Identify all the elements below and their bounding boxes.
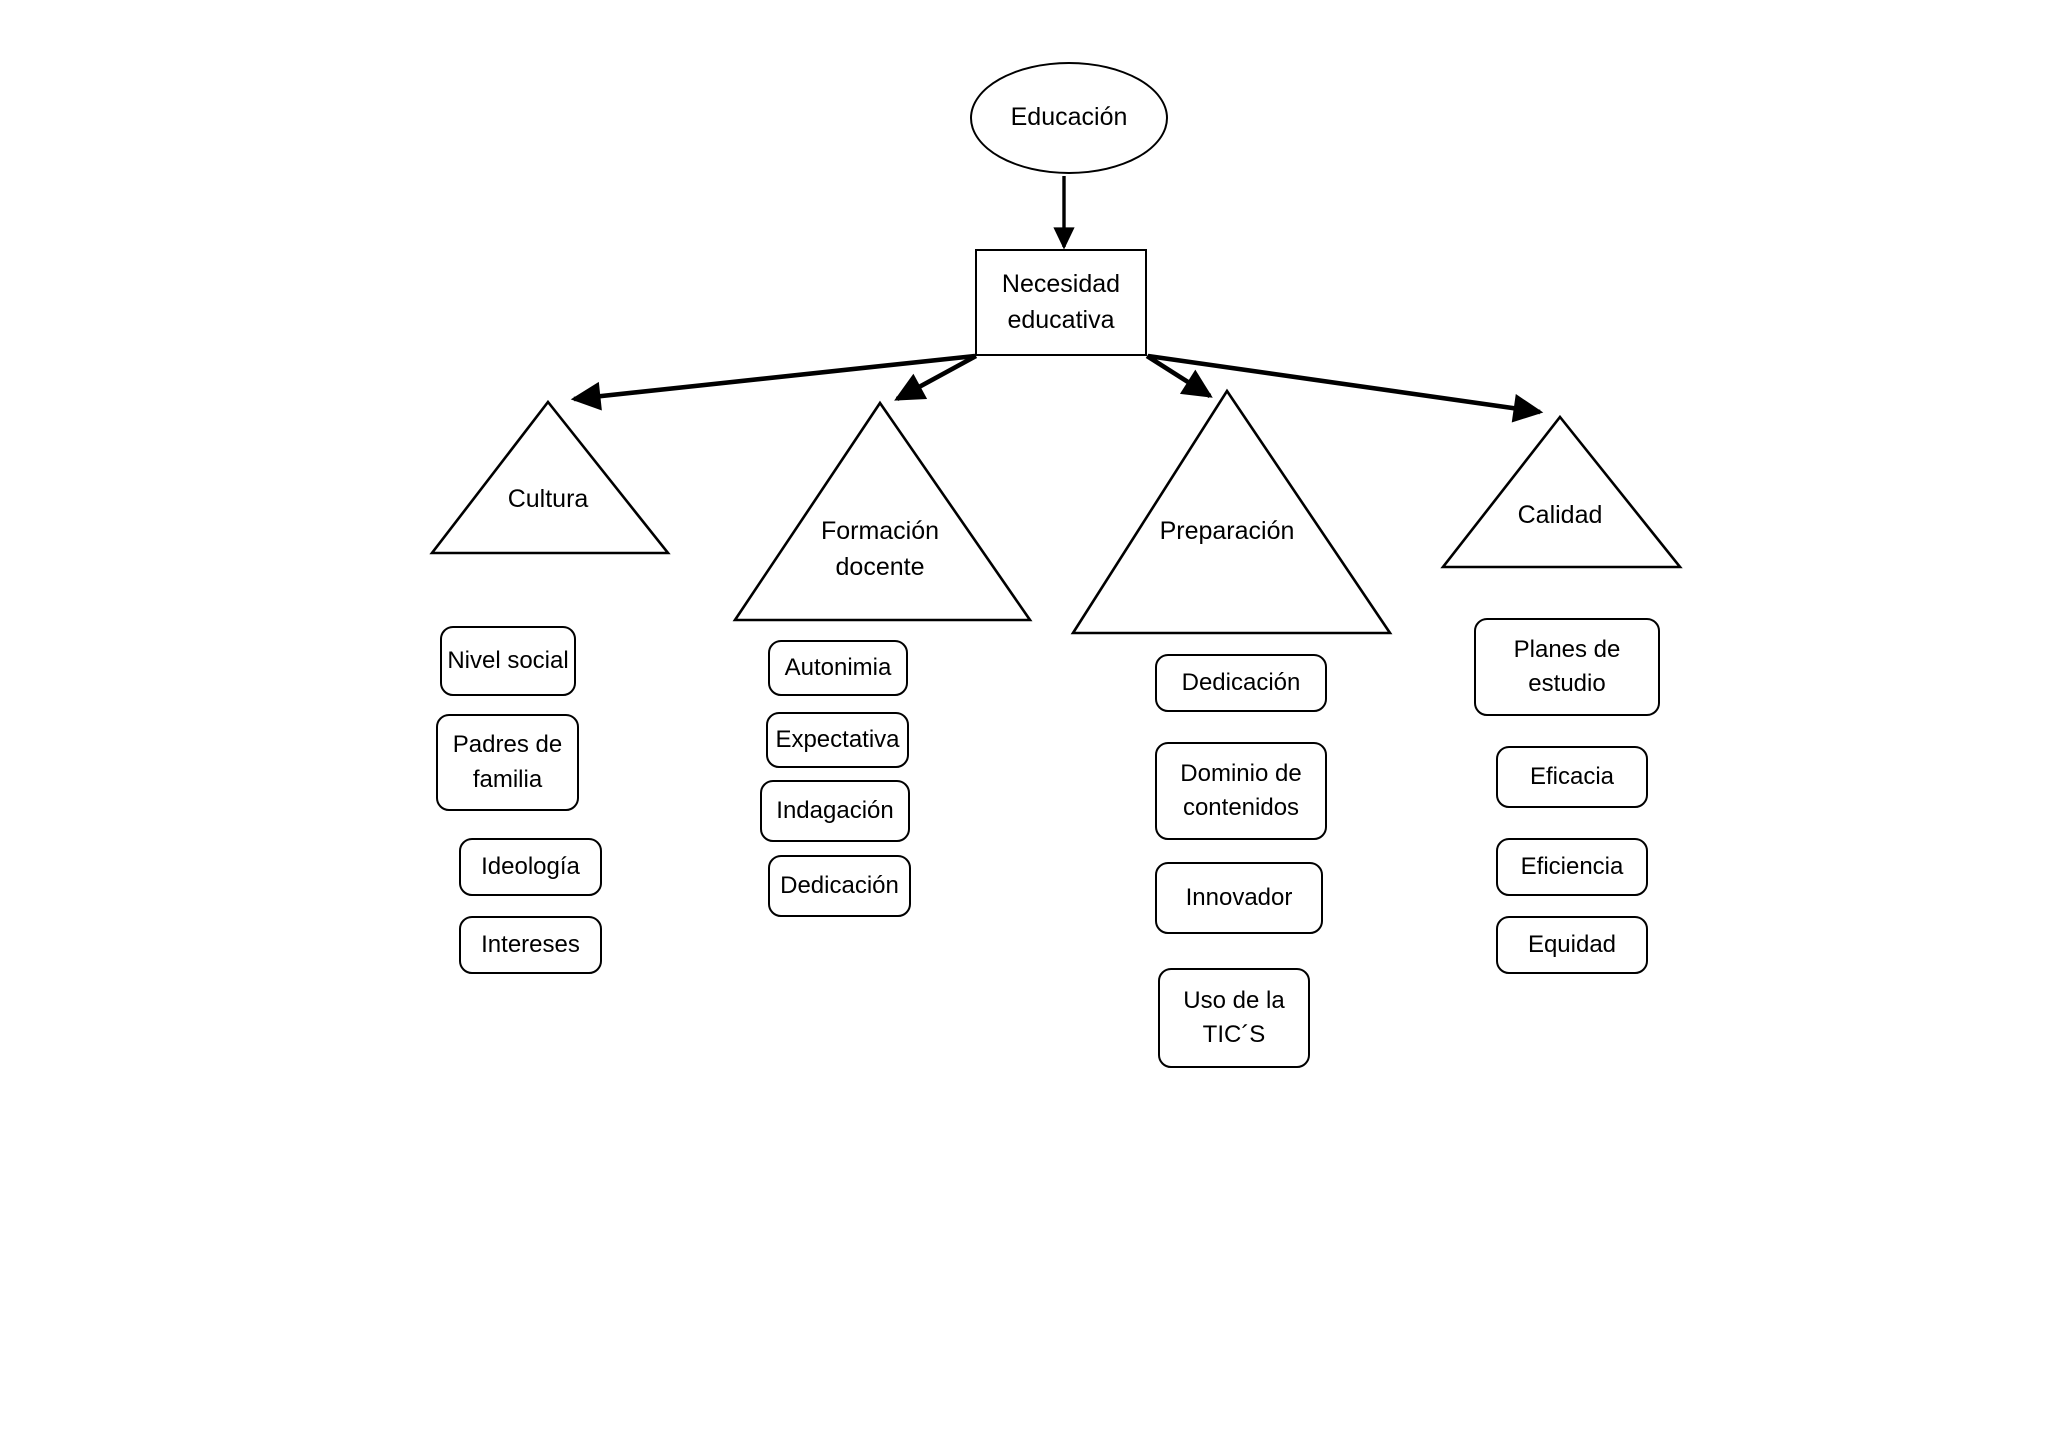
triangle-preparacion-label: Preparación: [1159, 517, 1295, 545]
leaf-intereses[interactable]: Intereses: [459, 916, 602, 974]
leaf-autonimia[interactable]: Autonimia: [768, 640, 908, 696]
leaf-padres-de-familia[interactable]: Padres de familia: [436, 714, 579, 811]
leaf-expectativa[interactable]: Expectativa: [766, 712, 909, 768]
leaf-innovador-label: Innovador: [1185, 883, 1293, 911]
triangle-calidad-label: Calidad: [1517, 501, 1603, 529]
leaf-planes-de-estudio[interactable]: Planes de estudio: [1474, 618, 1660, 716]
leaf-autonimia-label: Autonimia: [784, 653, 892, 681]
edge-necesidad-to-formacion-docente: [894, 353, 978, 402]
leaf-innovador[interactable]: Innovador: [1155, 862, 1323, 934]
leaf-expectativa-label: Expectativa: [775, 725, 900, 753]
leaf-uso-de-la-tics-label: Uso de la TIC´S: [1183, 986, 1285, 1048]
leaf-dedicacion-preparacion[interactable]: Dedicación: [1155, 654, 1327, 712]
triangle-calidad[interactable]: [1440, 414, 1683, 569]
leaf-planes-de-estudio-label: Planes de estudio: [1513, 635, 1621, 697]
leaf-indagacion-label: Indagación: [776, 796, 894, 824]
leaf-eficiencia-label: Eficiencia: [1520, 852, 1624, 880]
leaf-uso-de-la-tics[interactable]: Uso de la TIC´S: [1158, 968, 1310, 1068]
leaf-eficacia-label: Eficacia: [1529, 762, 1615, 790]
leaf-dominio-de-contenidos-label: Dominio de contenidos: [1180, 759, 1302, 821]
leaf-dominio-de-contenidos[interactable]: Dominio de contenidos: [1155, 742, 1327, 840]
edge-necesidad-to-calidad: [1147, 353, 1544, 423]
leaf-dedicacion-preparacion-label: Dedicación: [1181, 668, 1301, 696]
node-necesidad-educativa-label: Necesidad educativa: [1001, 270, 1121, 334]
triangle-cultura[interactable]: [429, 399, 671, 555]
leaf-ideologia-label: Ideología: [481, 852, 580, 880]
triangle-cultura-label: Cultura: [507, 485, 589, 513]
triangle-preparacion[interactable]: [1070, 388, 1393, 635]
leaf-dedicacion-formacion[interactable]: Dedicación: [768, 855, 911, 917]
leaf-equidad[interactable]: Equidad: [1496, 916, 1648, 974]
node-educacion[interactable]: Educación: [970, 62, 1168, 174]
node-educacion-label: Educación: [1010, 103, 1128, 132]
leaf-dedicacion-formacion-label: Dedicación: [780, 871, 899, 899]
leaf-eficiencia[interactable]: Eficiencia: [1496, 838, 1648, 896]
leaf-nivel-social-label: Nivel social: [447, 646, 569, 674]
node-necesidad-educativa[interactable]: Necesidad educativa: [975, 249, 1147, 356]
edge-necesidad-to-cultura: [570, 353, 976, 411]
leaf-equidad-label: Equidad: [1527, 930, 1617, 958]
leaf-nivel-social[interactable]: Nivel social: [440, 626, 576, 696]
leaf-padres-de-familia-label: Padres de familia: [452, 731, 563, 793]
leaf-indagacion[interactable]: Indagación: [760, 780, 910, 842]
leaf-ideologia[interactable]: Ideología: [459, 838, 602, 896]
triangle-formacion-docente-label: Formación docente: [820, 517, 940, 581]
leaf-intereses-label: Intereses: [481, 930, 580, 958]
leaf-eficacia[interactable]: Eficacia: [1496, 746, 1648, 808]
triangle-formacion-docente[interactable]: [732, 400, 1033, 622]
edge-necesidad-to-preparacion: [1145, 354, 1213, 398]
